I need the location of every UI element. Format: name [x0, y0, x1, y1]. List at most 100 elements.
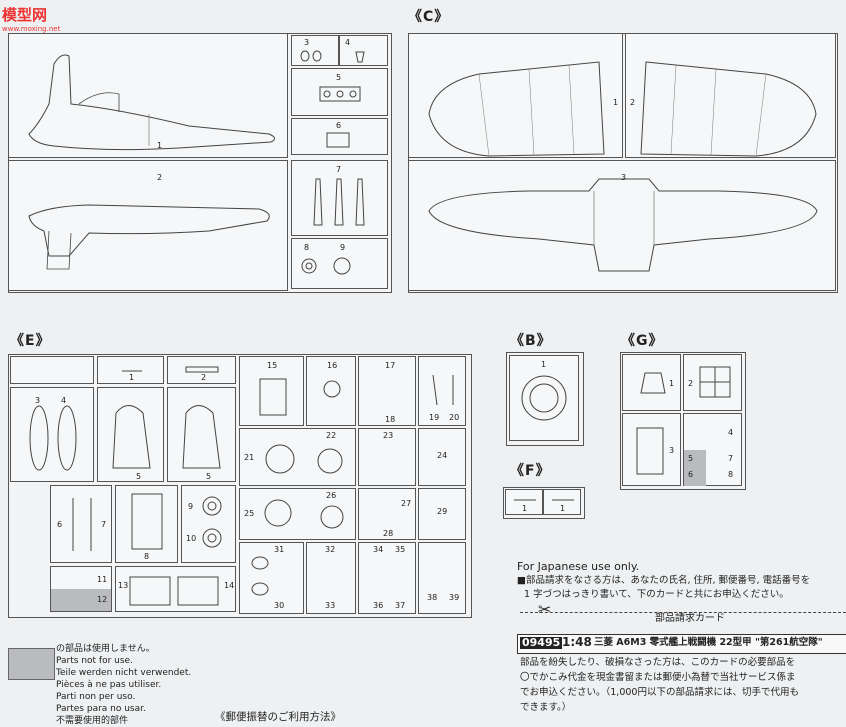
- part-15-drawing: [259, 378, 287, 416]
- sprue-c-wing-right-upper: 2: [625, 33, 836, 158]
- section-label-f: 《F》: [510, 463, 551, 479]
- part-30-31-drawing: [251, 556, 269, 596]
- part-3-drawing: [300, 50, 322, 62]
- part-num: 5: [688, 454, 694, 463]
- legend-line: Teile werden nicht verwendet.: [56, 668, 192, 678]
- part-num: 11: [97, 575, 108, 584]
- part-num: 9: [340, 243, 346, 252]
- not-for-use-swatch: [8, 648, 55, 680]
- part-num: 37: [395, 601, 406, 610]
- part-num: 2: [157, 173, 163, 182]
- part-num: 6: [57, 520, 63, 529]
- part-num: 5: [336, 73, 342, 82]
- part-num: 1: [522, 504, 528, 513]
- part-num: 19: [429, 413, 440, 422]
- e-cell-25-26: 25 26: [239, 488, 356, 540]
- e-cell-gear-legs: 6 7: [50, 485, 112, 563]
- part-num: 28: [383, 529, 394, 538]
- part-num: 22: [326, 431, 337, 440]
- product-name: 三菱 A6M3 零式艦上戦闘機 22型甲 "第261航空隊": [594, 637, 823, 648]
- tail-left-drawing: [112, 405, 151, 469]
- section-label-g: 《G》: [621, 333, 664, 349]
- sprue-a-cell-8-9: 8 9: [291, 238, 388, 289]
- card-body: でお申込ください。（1,000円以下の部品請求には、切手で代用も: [520, 687, 799, 698]
- card-body: 〇でかこみ代金を現金書留または郵便小為替で当社サービス係ま: [520, 672, 796, 683]
- legend-line: Parts not for use.: [56, 656, 133, 666]
- part-num: 25: [244, 509, 255, 518]
- product-bar: [517, 634, 846, 654]
- card-body: できます。）: [520, 702, 572, 713]
- card-title: 部品請求カード: [655, 613, 725, 624]
- part-num: 17: [385, 361, 396, 370]
- e-cell-38-39: 38 39: [418, 542, 466, 614]
- part-num: 5: [136, 472, 142, 481]
- part-f1-drawing: [514, 499, 536, 501]
- g-cell-1: 1: [622, 354, 681, 411]
- part-num: 3: [621, 173, 627, 182]
- part-num: 24: [437, 451, 448, 460]
- e-cell-wheels: 9 10: [181, 485, 236, 563]
- part-num: 2: [201, 373, 207, 382]
- tail-right-drawing: [182, 405, 221, 469]
- part-num: 33: [325, 601, 336, 610]
- e-cell-27-28: 27 28: [358, 488, 416, 540]
- e-cell-32-33: 32 33: [306, 542, 356, 614]
- engine-fan-drawing: [264, 499, 344, 529]
- part-num: 26: [326, 491, 337, 500]
- engine-cowl-ring-drawing: [521, 375, 567, 421]
- product-scale: 1:48: [562, 635, 592, 649]
- part-num: 29: [437, 507, 448, 516]
- part-6-drawing: [326, 132, 350, 148]
- part-num: 1: [613, 98, 619, 107]
- sprue-a-cell-5: 5: [291, 68, 388, 116]
- part-num: 4: [61, 396, 67, 405]
- fuselage-right-drawing: [28, 204, 270, 270]
- part-num: 10: [186, 534, 197, 543]
- part-num: 7: [728, 454, 734, 463]
- legend-line: Pièces à ne pas utiliser.: [56, 680, 162, 690]
- part-num: 7: [101, 520, 107, 529]
- g-cell-2: 2: [683, 354, 742, 411]
- part-num: 38: [427, 593, 438, 602]
- product-code: 09495: [520, 636, 563, 649]
- e-cell-23: 23: [358, 428, 416, 486]
- card-body: 部品を紛失したり、破損なさった方は、このカードの必要部品を: [520, 657, 796, 668]
- part-g1-drawing: [640, 372, 666, 394]
- part-num: 1: [560, 504, 566, 513]
- drop-tank-drawing: [29, 405, 77, 471]
- scissors-icon: ✂: [538, 600, 552, 619]
- part-num: 1: [157, 141, 163, 150]
- wing-left-upper-drawing: [428, 61, 605, 157]
- part-num: 30: [274, 601, 285, 610]
- part-num: 13: [118, 581, 129, 590]
- part-f1-drawing: [552, 499, 574, 501]
- part-num: 1: [669, 379, 675, 388]
- part-2-drawing: [185, 366, 219, 373]
- f-cell-1a: 1: [505, 489, 543, 515]
- legend-line: Partes para no usar.: [56, 704, 146, 714]
- part-g3-drawing: [636, 427, 664, 475]
- section-label-e: 《E》: [10, 333, 51, 349]
- e-cell-1: 1: [97, 356, 164, 384]
- e-cell-29: 29: [418, 488, 466, 540]
- part-4-drawing: [355, 51, 365, 63]
- order-instruction: 1 字づつはっきり書いて、下のカードと共にお申込ください。: [524, 589, 789, 600]
- part-num: 36: [373, 601, 384, 610]
- site-watermark: 模型网 www.moxing.net: [2, 6, 61, 33]
- part-num: 6: [336, 121, 342, 130]
- part-num: 34: [373, 545, 384, 554]
- part-num: 8: [304, 243, 310, 252]
- part-1-drawing: [122, 370, 142, 372]
- canopy-frame-drawing: [699, 366, 731, 398]
- wheels-drawing: [202, 496, 222, 548]
- footer-title: 《郵便振替のご利用方法》: [215, 711, 341, 723]
- e-cell-16: 16: [306, 356, 356, 426]
- g-cell-4-8: 4 5 6 7 8: [683, 413, 742, 486]
- part-num: 35: [395, 545, 406, 554]
- legend-line: 不需要使用的部件: [56, 716, 129, 726]
- engine-cylinders-drawing: [265, 444, 343, 474]
- wing-right-upper-drawing: [640, 61, 817, 157]
- part-num: 8: [728, 470, 734, 479]
- japanese-only-note: For Japanese use only.: [517, 560, 640, 573]
- part-num: 39: [449, 593, 460, 602]
